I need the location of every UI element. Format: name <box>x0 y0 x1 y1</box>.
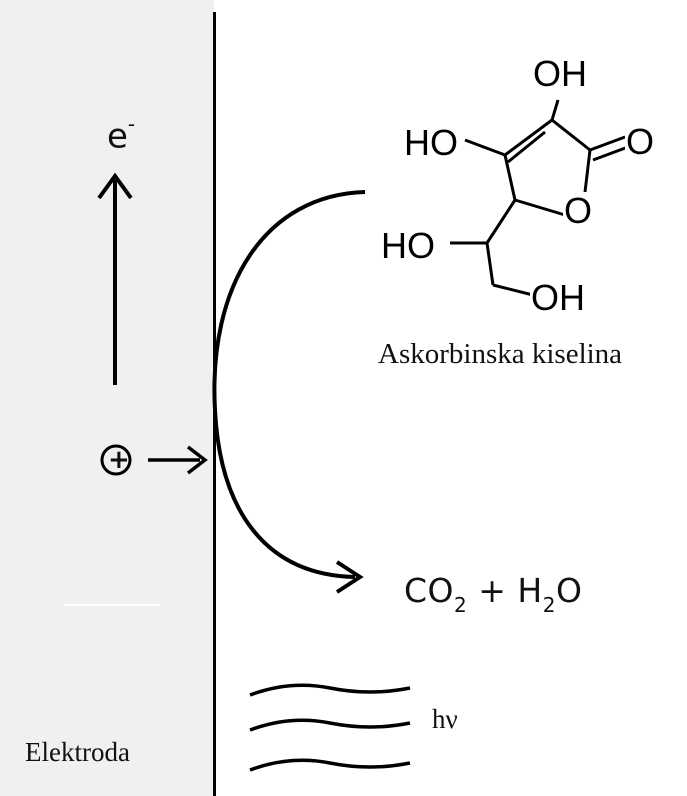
products-co: CO <box>404 571 455 610</box>
electrode-label: Elektroda <box>25 737 130 767</box>
atom-oh-bottom: OH <box>530 277 586 318</box>
electron-symbol: e <box>107 116 128 157</box>
electrode-panel <box>0 0 214 796</box>
products-label: CO2 + H2O <box>404 571 583 617</box>
reaction-curve <box>212 190 366 579</box>
electron-charge: - <box>127 112 136 136</box>
photon-label: hν <box>432 704 458 734</box>
electron-arrow-head <box>97 172 133 200</box>
products-h-subscript: 2 <box>542 592 556 617</box>
products-co-subscript: 2 <box>454 592 468 617</box>
hole-arrow-head <box>186 445 208 475</box>
ascorbic-acid-label: Askorbinska kiselina <box>378 338 623 370</box>
atom-ho-left: HO <box>403 122 459 163</box>
atom-carbonyl-oxygen: O <box>625 121 656 162</box>
electron-label: e- <box>107 112 135 157</box>
ascorbic-acid-skeleton <box>450 99 629 297</box>
atom-ring-oxygen: O <box>563 190 594 231</box>
light-wave-3 <box>249 758 411 772</box>
products-o: O <box>555 571 583 610</box>
light-wave-1 <box>249 683 411 697</box>
atom-ho-side: HO <box>380 225 436 266</box>
light-wave-2 <box>249 718 411 732</box>
hole-circle <box>100 444 132 476</box>
atom-oh-top: OH <box>532 53 588 94</box>
products-plus-h: + H <box>467 571 543 610</box>
hole-plus-sign: + <box>108 445 130 475</box>
reaction-arrow-head <box>335 560 364 594</box>
electrode-highlight <box>63 604 160 606</box>
